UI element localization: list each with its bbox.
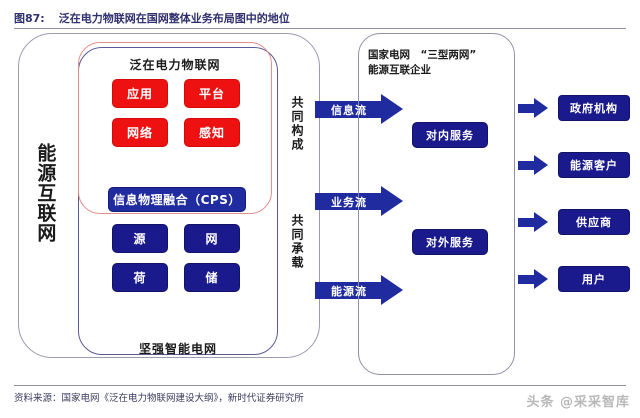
- source-note: 资料来源：国家电网《泛在电力物联网建设大纲》，新时代证券研究所: [14, 393, 304, 404]
- caption-jointly-compose: 共同构成: [290, 96, 304, 152]
- arrow-shaft: [315, 282, 382, 299]
- chip-source[interactable]: 源: [112, 224, 168, 253]
- chip-load[interactable]: 荷: [112, 263, 168, 292]
- chip-storage[interactable]: 储: [184, 263, 240, 292]
- footer-divider: [14, 385, 626, 386]
- arrow-head-icon: [381, 275, 403, 305]
- arrow-shaft: [518, 160, 534, 170]
- chip-perception[interactable]: 感知: [184, 118, 240, 147]
- figure-number: 图87:: [14, 12, 45, 25]
- smart-grid-capsule: [78, 47, 278, 355]
- external-service-box[interactable]: 对外服务: [412, 229, 488, 255]
- flow-label-information: 信息流: [331, 103, 367, 117]
- smart-grid-title: 坚强智能电网: [138, 342, 217, 356]
- chip-grid[interactable]: 网: [184, 224, 240, 253]
- internal-service-box[interactable]: 对内服务: [412, 122, 488, 148]
- stakeholder-supplier[interactable]: 供应商: [558, 209, 630, 235]
- arrow-shaft: [315, 193, 382, 210]
- flow-label-energy: 能源流: [331, 284, 367, 298]
- stakeholder-user[interactable]: 用户: [558, 266, 630, 292]
- arrow-shaft: [518, 274, 534, 284]
- arrow-head-icon: [534, 212, 548, 232]
- chip-platform[interactable]: 平台: [184, 79, 240, 108]
- small-arrow-user: [518, 269, 548, 289]
- flow-arrow-energy: 能源流: [315, 275, 403, 306]
- arrow-shaft: [518, 217, 534, 227]
- stakeholder-energy-customer[interactable]: 能源客户: [558, 152, 630, 178]
- flow-arrow-information: 信息流: [315, 94, 403, 125]
- ubiquitous-power-iot-title: 泛在电力物联网: [129, 58, 221, 72]
- sgcc-title-line-2: 能源互联企业: [368, 64, 431, 77]
- sgcc-capsule: [358, 33, 515, 375]
- small-arrow-government: [518, 98, 548, 118]
- small-arrow-supplier: [518, 212, 548, 232]
- arrow-shaft: [315, 101, 382, 118]
- cps-bar[interactable]: 信息物理融合（CPS）: [108, 187, 246, 212]
- chip-network[interactable]: 网络: [112, 118, 168, 147]
- stakeholder-government[interactable]: 政府机构: [558, 95, 630, 121]
- arrow-head-icon: [534, 98, 548, 118]
- figure-header: 图87: 泛在电力物联网在国网整体业务布局图中的地位: [14, 8, 626, 28]
- arrow-head-icon: [381, 186, 403, 216]
- arrow-shaft: [518, 103, 534, 113]
- watermark: 头条 @采采智库: [526, 395, 630, 410]
- small-arrow-energy-customer: [518, 155, 548, 175]
- header-divider: [14, 28, 626, 29]
- ubiquitous-power-iot-capsule: [78, 42, 272, 214]
- page-title: 泛在电力物联网在国网整体业务布局图中的地位: [58, 12, 290, 25]
- diagram-canvas: 能源互联网 泛在电力物联网 应用 平台 网络 感知 信息物理融合（CPS） 源 …: [0, 30, 640, 378]
- chip-application[interactable]: 应用: [112, 79, 168, 108]
- energy-internet-label: 能源互联网: [34, 142, 57, 243]
- flow-label-business: 业务流: [331, 195, 367, 209]
- sgcc-title-line-1: 国家电网 “三型两网”: [368, 49, 477, 61]
- arrow-head-icon: [381, 94, 403, 124]
- arrow-head-icon: [534, 269, 548, 289]
- caption-jointly-carry: 共同承载: [290, 214, 304, 270]
- flow-arrow-business: 业务流: [315, 186, 403, 217]
- sgcc-title: 国家电网 “三型两网” 能源互联企业: [368, 48, 510, 78]
- arrow-head-icon: [534, 155, 548, 175]
